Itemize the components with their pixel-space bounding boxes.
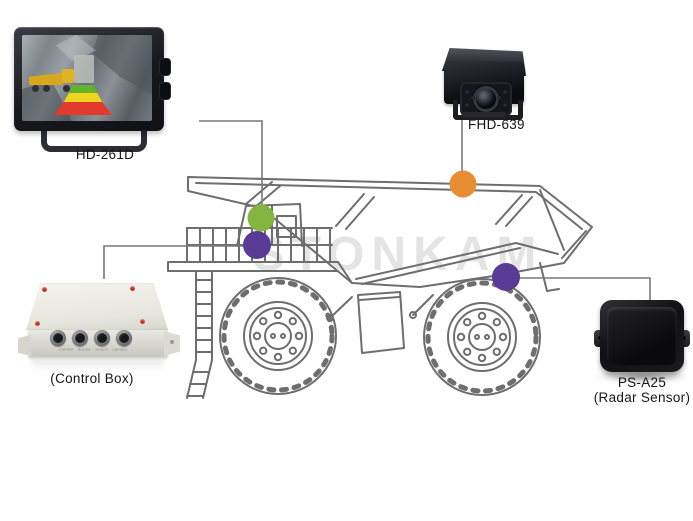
mid-zone-band (63, 93, 103, 102)
marker-dot-purple-cab (243, 231, 271, 259)
radar-model-label: PS-A25 (617, 375, 667, 390)
radar-device (594, 300, 690, 383)
camera-body (444, 62, 524, 116)
radar-connection-line (519, 277, 651, 302)
connector-port-icon (50, 330, 66, 346)
control-box-connection-line (103, 245, 244, 279)
radar-face (607, 307, 677, 365)
connector-port-labels: monitor buzzer sensor camera (59, 348, 127, 352)
control-box-device: monitor buzzer sensor camera (18, 281, 180, 373)
ir-led-icon (503, 103, 507, 107)
camera-front-face (460, 82, 512, 116)
rear-wheel (423, 278, 541, 396)
front-wheel (219, 277, 337, 395)
dump-truck-drawing (167, 176, 593, 399)
ir-led-icon (503, 90, 507, 94)
ir-led-icon (465, 90, 469, 94)
reflection (32, 359, 164, 371)
connector-port-icon (72, 330, 88, 346)
marker-dot-green-front-camera (247, 204, 275, 232)
ir-led-icon (465, 103, 469, 107)
marker-dot-purple-rear (492, 263, 520, 291)
connection-lines (103, 112, 651, 302)
camera-model-label: FHD-639 (468, 117, 525, 132)
monitor-screen (22, 35, 152, 121)
mount-flange (164, 331, 180, 356)
control-box-label: (Control Box) (50, 371, 134, 386)
connector-port-icon (116, 330, 132, 346)
monitor-device (14, 27, 170, 131)
monitor-model-label: HD-261D (75, 147, 135, 162)
radar-type-label: (Radar Sensor) (593, 390, 691, 405)
monitor-knob (160, 59, 170, 75)
camera-mount-bracket (453, 100, 523, 120)
camera-device (440, 48, 530, 120)
camera-mount-base (462, 112, 506, 117)
connector-port-icon (94, 330, 110, 346)
shadow (594, 370, 690, 383)
control-box-top (26, 283, 168, 330)
screw-icon (42, 287, 47, 292)
monitor-knob (160, 83, 170, 99)
monitor-connection-line (199, 120, 263, 206)
near-zone-band (53, 102, 113, 115)
screen-truck-image (29, 69, 77, 92)
marker-dot-orange-bed (449, 170, 477, 198)
far-zone-band (68, 85, 98, 93)
ir-led-icon (471, 96, 475, 100)
ir-led-icon (497, 96, 501, 100)
radar-body (600, 300, 684, 372)
screw-icon (35, 321, 40, 326)
mount-flange (18, 335, 31, 356)
screw-icon (140, 319, 145, 324)
screen-machine-image (74, 55, 94, 83)
installation-markers (243, 170, 520, 291)
distance-warning-overlay (52, 85, 114, 115)
camera-lens-icon (476, 89, 496, 109)
screw-icon (130, 286, 135, 291)
